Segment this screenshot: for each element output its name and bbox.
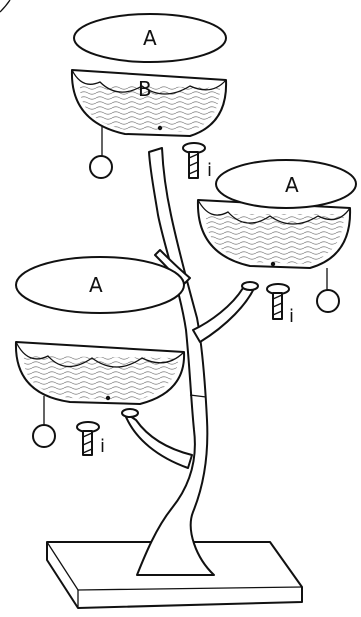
screw-label-top: i bbox=[207, 160, 212, 181]
left-bowl bbox=[14, 341, 186, 405]
top-cushion: A bbox=[73, 13, 227, 63]
screw-label-right: i bbox=[289, 306, 294, 327]
right-cushion: A bbox=[215, 159, 357, 209]
right-bowl bbox=[196, 199, 352, 269]
dangling-ball-left bbox=[32, 396, 56, 448]
screw-icon-left: i bbox=[76, 421, 105, 457]
left-cushion: A bbox=[15, 256, 185, 314]
bowl-label: B bbox=[138, 77, 152, 101]
screw-label-left: i bbox=[100, 436, 105, 457]
cushion-label-top: A bbox=[143, 26, 157, 50]
corner-mark bbox=[0, 0, 11, 13]
cushion-label-right: A bbox=[285, 173, 299, 197]
dangling-ball-right bbox=[316, 268, 340, 313]
screw-icon-right: i bbox=[266, 283, 294, 327]
dangling-ball-top bbox=[89, 126, 113, 179]
screw-icon-top: i bbox=[182, 142, 212, 181]
top-bowl: B bbox=[70, 69, 228, 137]
cushion-label-left: A bbox=[89, 273, 103, 297]
